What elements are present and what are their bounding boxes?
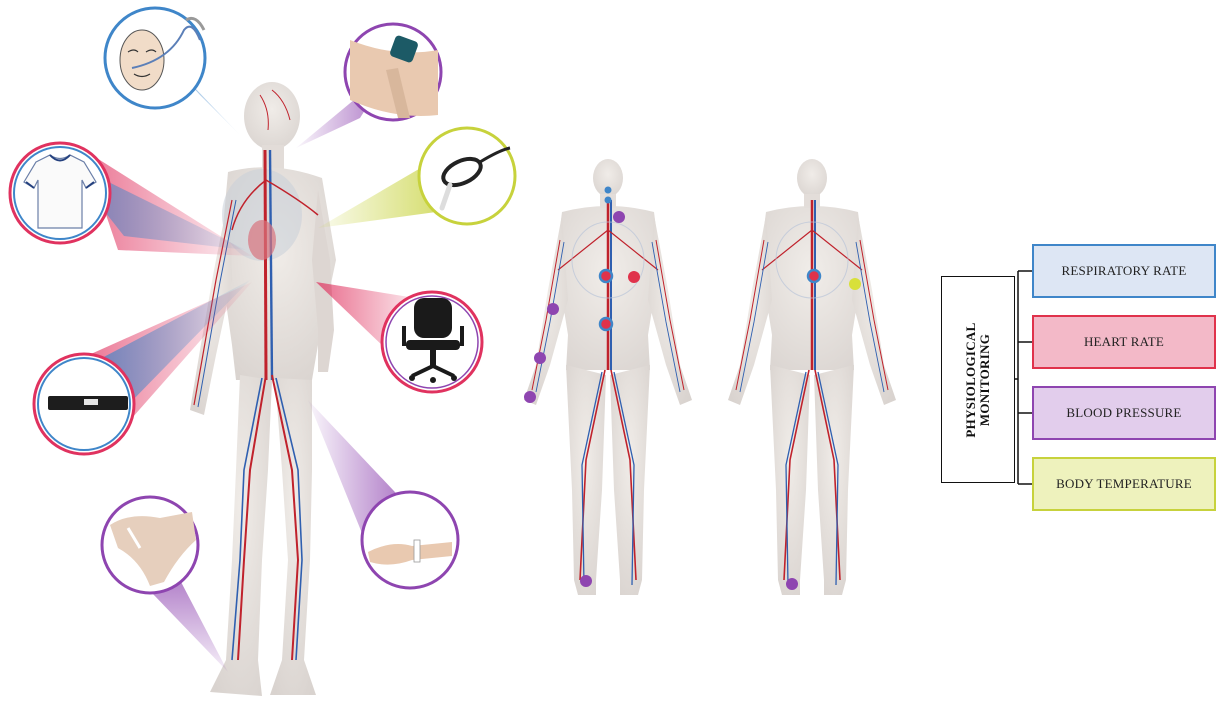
marker-resp-heart-abdomen — [600, 318, 612, 330]
legend-connectors — [1015, 271, 1032, 484]
device-callout-chest-strap — [34, 354, 134, 454]
back-view-figure — [728, 159, 896, 595]
marker-bp-ankle — [580, 575, 592, 587]
large-human-figure — [190, 82, 336, 696]
marker-heart — [628, 271, 640, 283]
legend-item-label: BLOOD PRESSURE — [1066, 405, 1181, 421]
marker-bp-back-ankle — [786, 578, 798, 590]
marker-bp-wrist — [534, 352, 546, 364]
legend-item-blood-pressure: BLOOD PRESSURE — [1032, 386, 1216, 440]
marker-respiratory-nose — [605, 187, 612, 194]
marker-bp-neck — [613, 211, 625, 223]
device-callout-temperature-probe — [419, 128, 515, 224]
legend-item-label: RESPIRATORY RATE — [1062, 263, 1187, 279]
device-callout-foot-sensor — [102, 497, 198, 593]
device-callout-neck-patch — [345, 24, 441, 120]
marker-resp-heart-back — [808, 270, 820, 282]
legend-item-respiratory-rate: RESPIRATORY RATE — [1032, 244, 1216, 298]
legend-root-label-line2: MONITORING — [977, 333, 992, 425]
legend-item-heart-rate: HEART RATE — [1032, 315, 1216, 369]
device-callout-smart-shirt — [10, 143, 110, 243]
device-callout-nasal-cannula — [105, 8, 205, 108]
marker-resp-heart-chest — [600, 270, 612, 282]
legend-item-label: BODY TEMPERATURE — [1056, 476, 1192, 492]
legend-root-label-line1: PHYSIOLOGICAL — [963, 322, 978, 437]
marker-bp-upper-arm — [547, 303, 559, 315]
device-callout-wrist-band — [362, 492, 458, 588]
legend-item-label: HEART RATE — [1084, 334, 1164, 350]
front-view-figure — [524, 159, 692, 595]
marker-bp-finger — [524, 391, 536, 403]
marker-respiratory-mouth — [605, 197, 612, 204]
marker-temperature-armpit — [849, 278, 861, 290]
device-callout-office-chair — [382, 292, 482, 392]
legend-item-body-temperature: BODY TEMPERATURE — [1032, 457, 1216, 511]
chest-strap-sensor-icon — [48, 396, 128, 410]
